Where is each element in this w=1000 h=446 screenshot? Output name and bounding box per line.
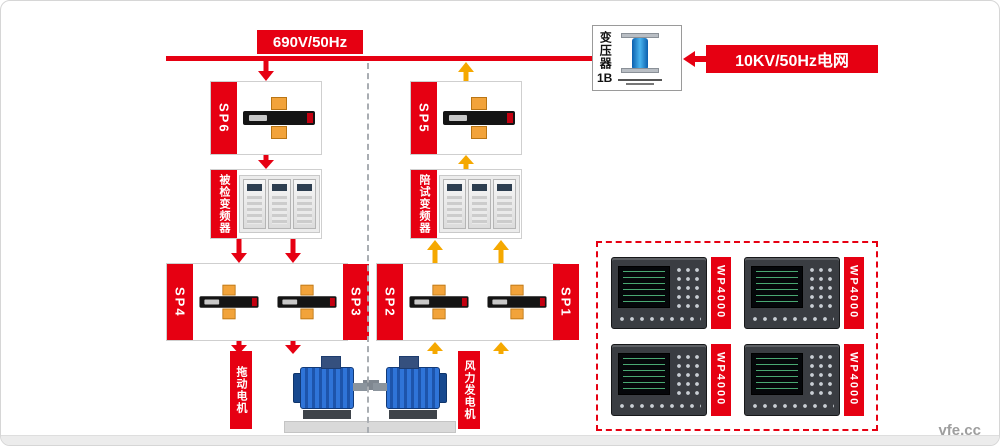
converter-under-test-label: 被检变频器 <box>211 170 237 238</box>
arrow-sp1-to-converter <box>493 240 509 263</box>
sensor-box-sp5: SP5 <box>410 81 522 155</box>
analyzer-wp4000: WP4000 <box>741 340 866 419</box>
converter-cabinet-icon <box>238 175 320 233</box>
companion-converter-label: 陪试变频器 <box>411 170 437 238</box>
current-sensor-icon <box>409 282 469 321</box>
arrow-bus-to-sp6 <box>258 61 274 81</box>
current-sensor-icon <box>487 282 547 321</box>
wind-generator-label: 风力发电机 <box>458 351 480 429</box>
arrow-sp6-to-converter <box>258 155 274 169</box>
bottom-strip <box>1 435 999 445</box>
analyzer-panel: WP4000 WP4000 WP4000 WP4000 <box>596 241 878 431</box>
grid-source-label: 10KV/50Hz电网 <box>706 45 878 73</box>
power-analyzer-icon <box>743 343 840 416</box>
test-bench-divider <box>367 63 369 433</box>
analyzer-label: WP4000 <box>843 343 864 416</box>
analyzer-wp4000: WP4000 <box>608 340 733 419</box>
analyzer-label: WP4000 <box>710 343 731 416</box>
converter-cabinet-icon <box>438 175 520 233</box>
analyzer-wp4000: WP4000 <box>608 253 733 332</box>
wind-generator-icon <box>373 353 447 419</box>
arrow-converter-to-sp4 <box>231 239 247 263</box>
arrow-converter-to-sp3 <box>285 239 301 263</box>
sp2-label: SP2 <box>377 264 403 340</box>
companion-converter-box: 陪试变频器 <box>410 169 522 239</box>
analyzer-wp4000: WP4000 <box>741 253 866 332</box>
drag-motor-label: 拖动电机 <box>230 351 252 429</box>
current-sensor-icon <box>243 94 315 142</box>
sp3-label: SP3 <box>343 264 369 340</box>
arrow-sp5-to-bus <box>458 62 474 81</box>
watermark: vfe.cc <box>938 422 981 439</box>
bus-line-690v <box>166 56 592 61</box>
bus-voltage-label: 690V/50Hz <box>257 30 363 54</box>
converter-under-test-box: 被检变频器 <box>210 169 322 239</box>
analyzer-label: WP4000 <box>710 256 731 329</box>
current-sensor-icon <box>199 282 259 321</box>
test-bench-floor <box>284 421 456 433</box>
analyzer-label: WP4000 <box>843 256 864 329</box>
arrow-generator-to-sp1 <box>493 342 509 354</box>
arrow-sp2-to-converter <box>427 240 443 263</box>
drag-motor-icon <box>293 353 367 419</box>
current-sensor-icon <box>277 282 337 321</box>
sensor-box-sp4-sp3: SP4 SP3 <box>166 263 369 341</box>
transformer-icon <box>616 31 664 85</box>
sp6-label: SP6 <box>211 82 237 154</box>
sensor-box-sp2-sp1: SP2 SP1 <box>376 263 579 341</box>
shaft-coupling <box>363 380 379 390</box>
sensor-box-sp6: SP6 <box>210 81 322 155</box>
transformer-box: 变压器 1B <box>592 25 682 91</box>
sp1-label: SP1 <box>553 264 579 340</box>
sp5-label: SP5 <box>411 82 437 154</box>
transformer-label: 变压器 1B <box>597 31 612 85</box>
sp4-label: SP4 <box>167 264 193 340</box>
arrow-converter-to-sp5 <box>458 155 474 169</box>
transformer-name: 变压器 <box>598 31 613 70</box>
transformer-id: 1B <box>597 71 613 85</box>
current-sensor-icon <box>443 94 515 142</box>
power-analyzer-icon <box>743 256 840 329</box>
power-analyzer-icon <box>610 343 707 416</box>
arrow-grid-to-transformer <box>683 51 706 67</box>
power-analyzer-icon <box>610 256 707 329</box>
